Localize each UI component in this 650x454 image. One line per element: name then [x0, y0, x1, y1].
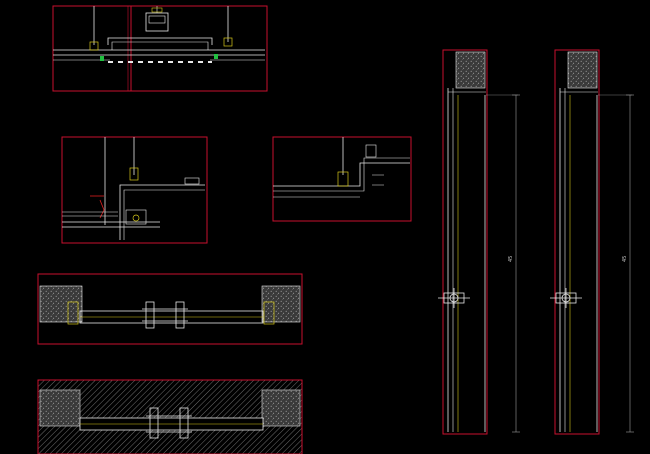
dimension-label: 45 — [622, 256, 628, 262]
detail-ceiling-wall-junction — [61, 136, 208, 244]
detail-ceiling-drop — [272, 136, 412, 222]
detail-partition-plan-hatched — [37, 379, 303, 454]
detail-frame — [272, 136, 412, 222]
detail-frame — [52, 5, 268, 92]
detail-vertical-section-right: 45 — [550, 49, 634, 435]
detail-vertical-section-left: 45 — [438, 49, 520, 435]
detail-ceiling-light-section — [52, 5, 268, 92]
detail-frame — [61, 136, 208, 244]
detail-frame — [37, 379, 303, 454]
detail-frame — [37, 273, 303, 345]
detail-frame — [442, 49, 488, 435]
detail-partition-plan — [37, 273, 303, 345]
dimension-label: 45 — [508, 256, 514, 262]
detail-frame — [554, 49, 600, 435]
